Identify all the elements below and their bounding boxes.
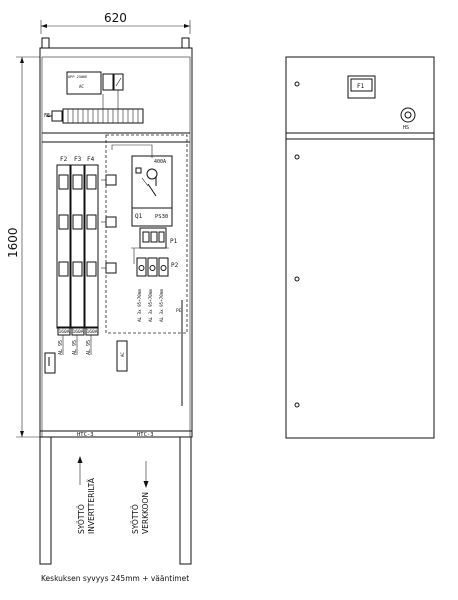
feed-grid: SYÖTTÖ VERKKOON — [131, 461, 150, 534]
side-brackets — [101, 174, 117, 274]
height-label: 1600 — [6, 227, 20, 258]
device-top-sub-label: AC — [79, 84, 84, 89]
device-top-label: APP 250HE — [68, 75, 87, 79]
right-tag: PE — [176, 308, 182, 314]
rail-label-1: HTC-3 — [77, 432, 94, 438]
left-cabinet — [39, 37, 193, 438]
footer-note: Keskuksen syvyys 245mm + vääntimet — [41, 574, 189, 583]
lower-devices: AC — [44, 340, 128, 374]
height-dimension: 1600 — [6, 56, 40, 438]
fuse-rating-f4: 160A — [87, 329, 98, 335]
cabinet-legs — [39, 436, 192, 565]
small-box-label: AC — [120, 352, 125, 357]
feed-inverter-line2: INVERTTERILTÄ — [87, 477, 96, 534]
terminal-label-p1: P1 — [170, 238, 178, 245]
cable-label-f4: AL 95 — [86, 340, 92, 355]
cable-output-1: AL 3x 95+70mm — [137, 289, 142, 322]
fuse-label-f2: F2 — [60, 156, 68, 163]
terminal-strip — [67, 109, 139, 123]
width-label: 620 — [104, 11, 127, 25]
feed-inverter: SYÖTTÖ INVERTTERILTÄ — [77, 456, 96, 534]
main-switch-area: 400A Q1 PS30 P1 P2 AL 3x 95+70mm AL 3x 9… — [105, 134, 188, 406]
right-cabinet: F1 HS — [285, 56, 435, 439]
feed-inverter-line1: SYÖTTÖ — [77, 504, 86, 534]
display-window: F1 — [347, 75, 376, 99]
fuse-label-f3: F3 — [74, 156, 82, 163]
feed-grid-line1: SYÖTTÖ — [131, 504, 140, 534]
feed-grid-line2: VERKKOON — [141, 492, 150, 534]
key-label: HS — [403, 125, 409, 131]
window-label: F1 — [357, 83, 365, 90]
fuse-rating-f3: 160A — [73, 329, 84, 335]
breaker-rating: 400A — [154, 159, 166, 165]
bottom-rails: HTC-3 HTC-3 — [41, 431, 191, 438]
rail-label-2: HTC-3 — [137, 432, 154, 438]
width-dimension: 620 — [40, 11, 191, 34]
cable-output-3: AL 3x 95+70mm — [159, 289, 164, 322]
fuse-switches: F2 F3 F4 160A 160A 160A AL 95 AL 95 AL 9… — [56, 156, 99, 355]
top-compartment: APP 250HE AC FE — [44, 71, 144, 124]
key-switch: HS — [400, 107, 416, 131]
fuse-label-f4: F4 — [87, 156, 95, 163]
breaker-name: Q1 — [135, 213, 143, 220]
cable-label-f2: AL 95 — [58, 340, 64, 355]
cable-output-2: AL 3x 95+70mm — [148, 289, 153, 322]
breaker-model: PS30 — [155, 214, 168, 220]
fuse-rating-f2: 160A — [59, 329, 70, 335]
cable-label-f3: AL 95 — [72, 340, 78, 355]
terminal-label-p2: P2 — [171, 262, 179, 269]
